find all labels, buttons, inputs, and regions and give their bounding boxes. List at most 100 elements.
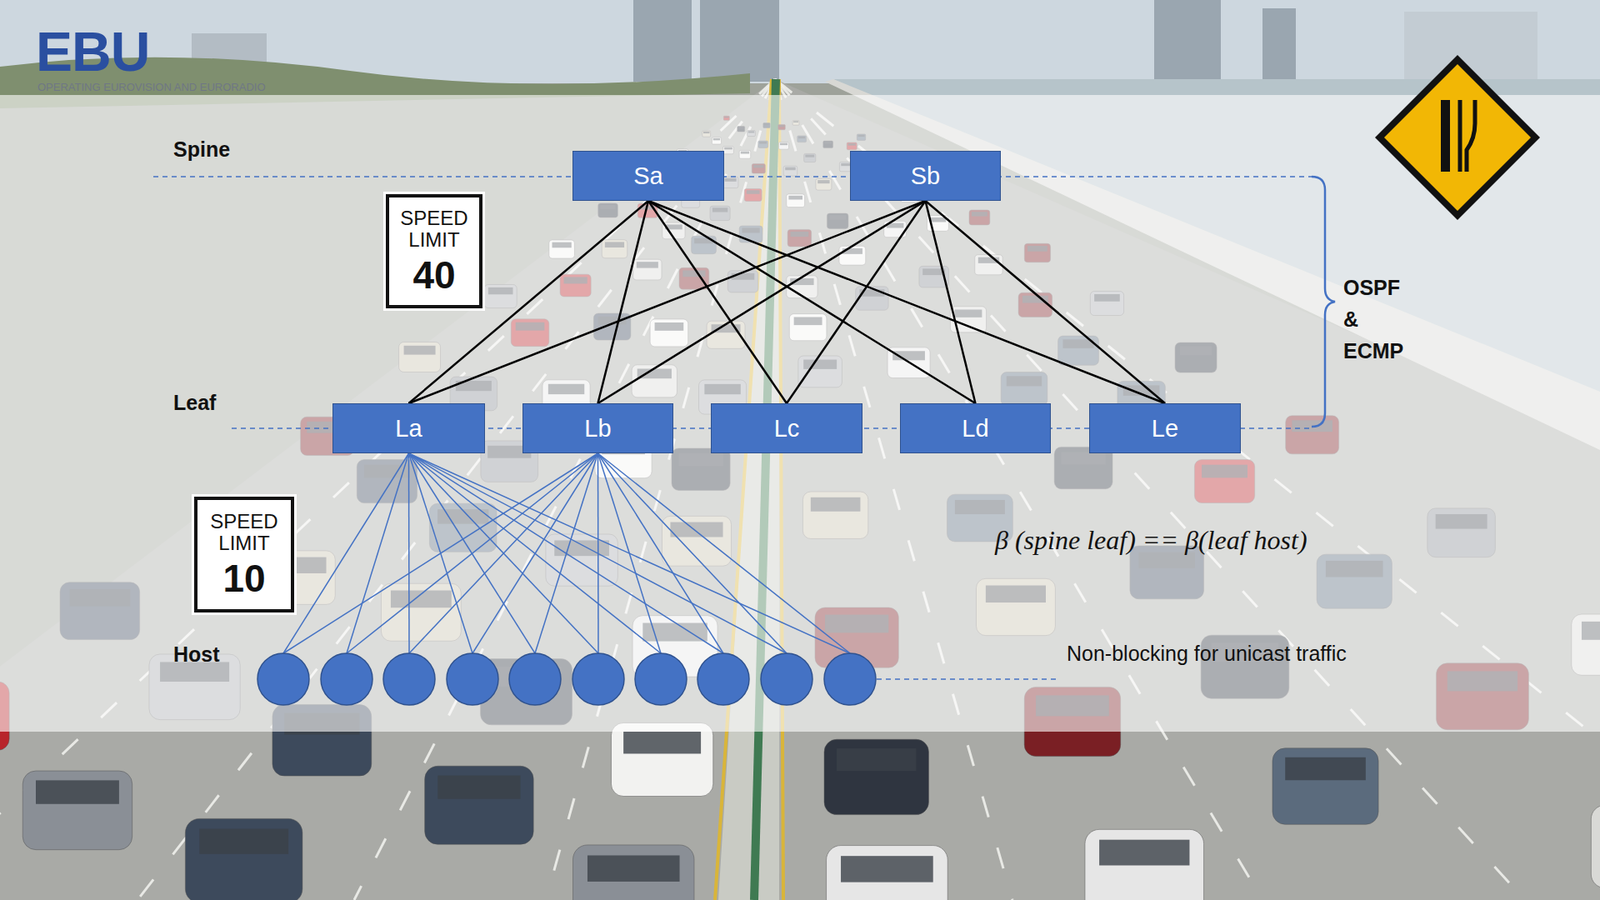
- sign-face: [1384, 64, 1531, 211]
- host-link: [346, 453, 599, 654]
- network-link: [925, 200, 976, 404]
- switch-name: Lb: [584, 415, 611, 443]
- leaf-switch: Lb: [522, 403, 674, 454]
- car-window: [1099, 840, 1190, 866]
- lane-bar: [1440, 100, 1450, 172]
- car: [185, 818, 303, 900]
- car-window: [587, 855, 680, 881]
- tower: [700, 0, 780, 82]
- car-body: [185, 818, 303, 900]
- car: [22, 770, 132, 850]
- switch-name: Lc: [774, 415, 800, 443]
- host-circle: [257, 653, 310, 705]
- switch-name: Sa: [633, 162, 663, 190]
- car-window: [1285, 757, 1366, 780]
- car: [826, 845, 949, 900]
- leaf-switch: Le: [1089, 403, 1241, 454]
- host-link: [283, 453, 410, 654]
- overlay-band: [0, 95, 1600, 732]
- speed-limit-sign: SPEED LIMIT40: [385, 194, 483, 309]
- road: [0, 79, 1600, 900]
- bracket: [1311, 176, 1335, 427]
- host-link: [535, 453, 599, 654]
- host-circle: [572, 653, 625, 705]
- host-circle: [824, 653, 876, 705]
- network-link: [786, 200, 926, 404]
- host-link: [408, 453, 410, 654]
- host-circle: [320, 653, 373, 705]
- car-body: [1590, 805, 1600, 888]
- spine-switch: Sa: [572, 150, 725, 201]
- row-label: Spine: [173, 137, 230, 162]
- host-circle: [697, 653, 750, 705]
- car-window: [840, 855, 934, 882]
- sign-border: [1375, 55, 1540, 220]
- switch-name: Le: [1151, 415, 1179, 443]
- tower: [1262, 8, 1296, 84]
- network-link: [648, 200, 976, 404]
- car-body: [22, 770, 132, 850]
- host-link: [409, 453, 600, 654]
- tower: [633, 0, 692, 82]
- spine-switch: Sb: [850, 150, 1001, 201]
- logo-tagline: OPERATING EUROVISION AND EURORADIO: [37, 80, 266, 94]
- host-link: [598, 453, 851, 654]
- car: [1590, 805, 1600, 888]
- lane-line: [1458, 100, 1463, 172]
- network-link: [598, 200, 650, 404]
- leaf-switch: La: [332, 403, 485, 454]
- car: [425, 765, 535, 845]
- host-link: [409, 453, 725, 654]
- car-window: [35, 780, 120, 804]
- leaf-switch: Lc: [710, 403, 863, 454]
- sign-number: 40: [412, 255, 455, 295]
- lane-markings: [0, 79, 1600, 900]
- spine-row-line: [153, 175, 1313, 178]
- car-body: [1085, 829, 1205, 900]
- network-link: [409, 200, 926, 404]
- sign-number: 10: [222, 558, 265, 599]
- layer-lines: [153, 176, 1313, 680]
- host-link: [409, 453, 599, 654]
- host-link: [409, 453, 788, 654]
- row-label: Leaf: [173, 390, 216, 415]
- car-body: [573, 845, 695, 900]
- car-window: [199, 829, 289, 855]
- network-link: [925, 200, 1166, 404]
- host-link: [346, 453, 410, 654]
- switch-name: Ld: [961, 415, 989, 443]
- speed-limit-sign: SPEED LIMIT10: [194, 496, 295, 613]
- row-label: Host: [173, 642, 220, 667]
- host-row-line: [876, 678, 1059, 680]
- host-link: [472, 453, 599, 654]
- car: [824, 739, 929, 815]
- host-link: [409, 453, 662, 654]
- host-circle: [446, 653, 499, 705]
- host-link: [597, 453, 600, 654]
- note: Non-blocking for unicast traffic: [1066, 641, 1347, 666]
- host-link: [598, 453, 788, 654]
- car-body: [1272, 748, 1379, 825]
- host-links: [257, 453, 876, 705]
- car: [610, 722, 713, 796]
- host-link: [598, 453, 725, 654]
- host-circle: [509, 653, 561, 705]
- car-window: [836, 748, 916, 771]
- network-link: [598, 200, 926, 404]
- host-circle: [635, 653, 687, 705]
- host-link: [409, 453, 851, 654]
- car-window: [437, 775, 520, 800]
- car: [1272, 748, 1379, 825]
- switch-name: La: [395, 415, 422, 443]
- host-circle: [760, 653, 813, 705]
- network-link: [648, 200, 1165, 404]
- sign-caption: SPEED LIMIT: [400, 207, 468, 252]
- host-link: [598, 453, 662, 654]
- tower: [1154, 0, 1221, 84]
- lane-ends-sign: [1375, 55, 1540, 220]
- car-body: [610, 722, 713, 796]
- leaf-switch: Ld: [900, 403, 1051, 454]
- formula: β (spine leaf) == β(leaf host): [995, 525, 1308, 556]
- car-body: [425, 765, 535, 845]
